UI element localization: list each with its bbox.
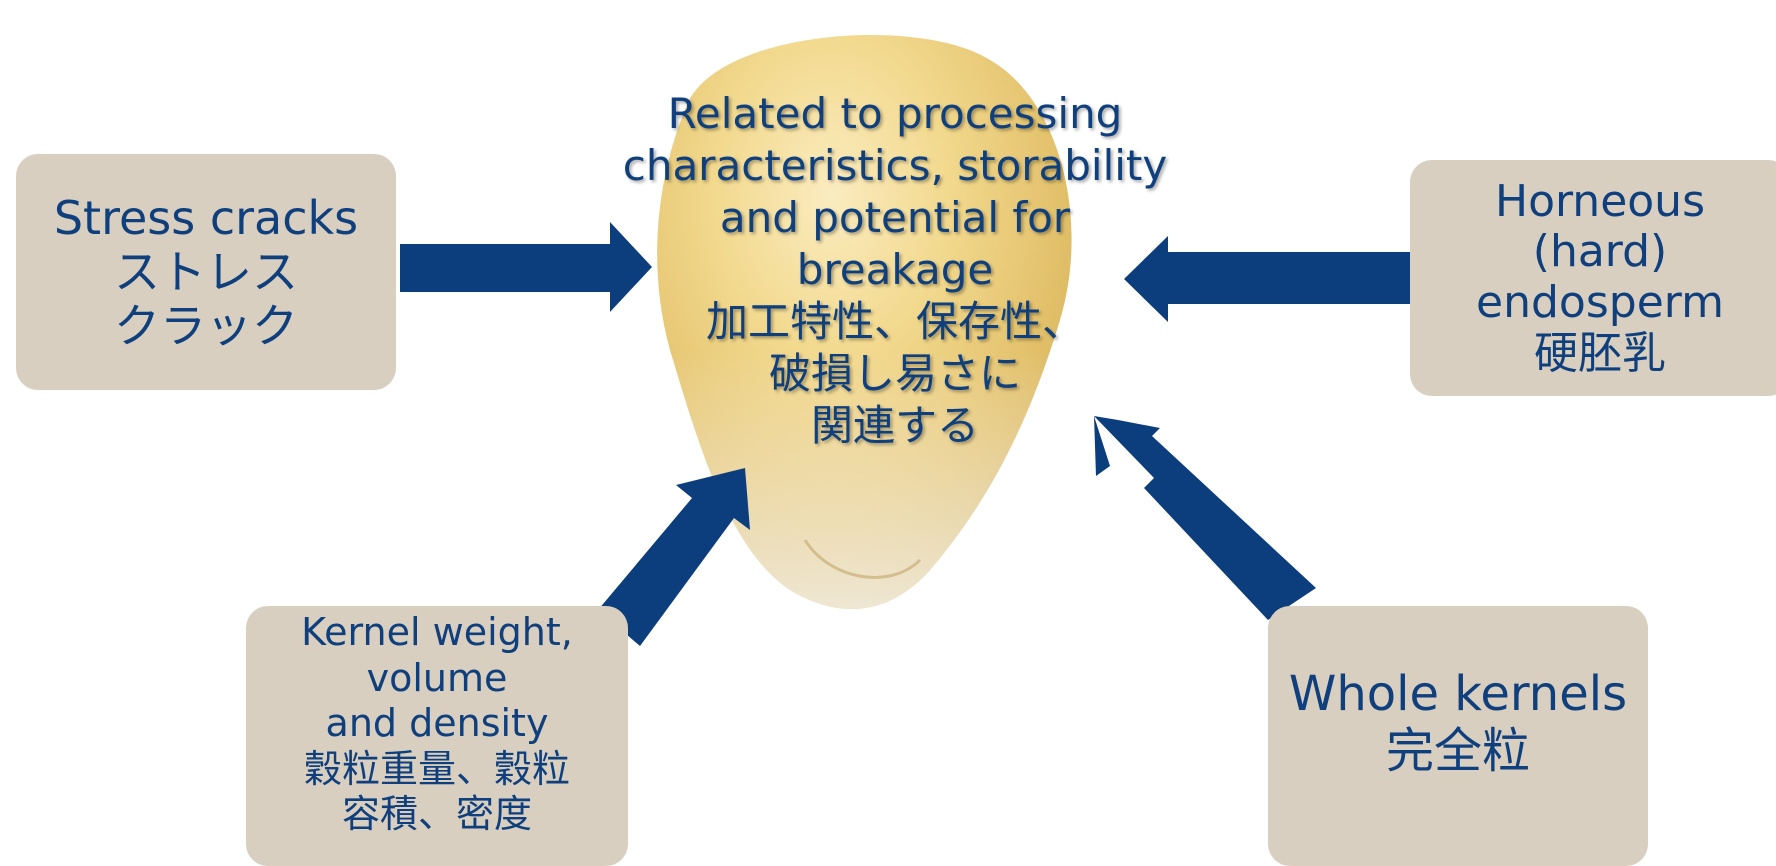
arrows-layer [400,222,1410,646]
center-line: characteristics, storability [622,141,1168,191]
arrow-whole-to-center [1094,416,1316,620]
center-line: and potential for [719,193,1071,243]
arrow-whole-head [1094,416,1110,476]
center-line: breakage [796,245,994,295]
stress-cracks-box: Stress cracks ストレス クラック [16,154,396,390]
horneous-endosperm-box: Horneous (hard) endosperm 硬胚乳 [1410,160,1776,396]
box-line: and density [325,701,549,746]
box-line: Stress cracks [53,190,359,245]
center-line: 破損し易さに [768,349,1021,399]
arrow-horneous-to-center [1124,236,1410,322]
center-description: Related to processing characteristics, s… [540,88,1250,453]
box-line: 穀粒重量、穀粒 [303,746,570,791]
box-line: Whole kernels [1288,666,1628,722]
box-line: endosperm [1476,277,1724,328]
box-line: (hard) [1532,226,1668,278]
box-line: クラック [114,299,298,354]
box-line: 硬胚乳 [1534,327,1666,379]
kernel-weight-box: Kernel weight, volume and density 穀粒重量、穀… [246,606,628,866]
box-line: 完全粒 [1385,722,1530,779]
center-line: 加工特性、保存性、 [705,297,1084,347]
arrow-stress-to-center [400,222,652,312]
arrow-kernel-to-center [598,468,750,646]
box-line: Horneous [1494,175,1705,227]
box-line: Kernel weight, [301,610,573,654]
box-line: volume [366,655,508,700]
whole-kernels-box: Whole kernels 完全粒 [1268,606,1648,866]
box-line: ストレス [114,244,298,299]
center-line: 関連する [810,401,979,451]
box-line: 容積、密度 [341,792,532,837]
corn-kernel-image [657,34,1072,609]
center-line: Related to processing [667,89,1123,138]
